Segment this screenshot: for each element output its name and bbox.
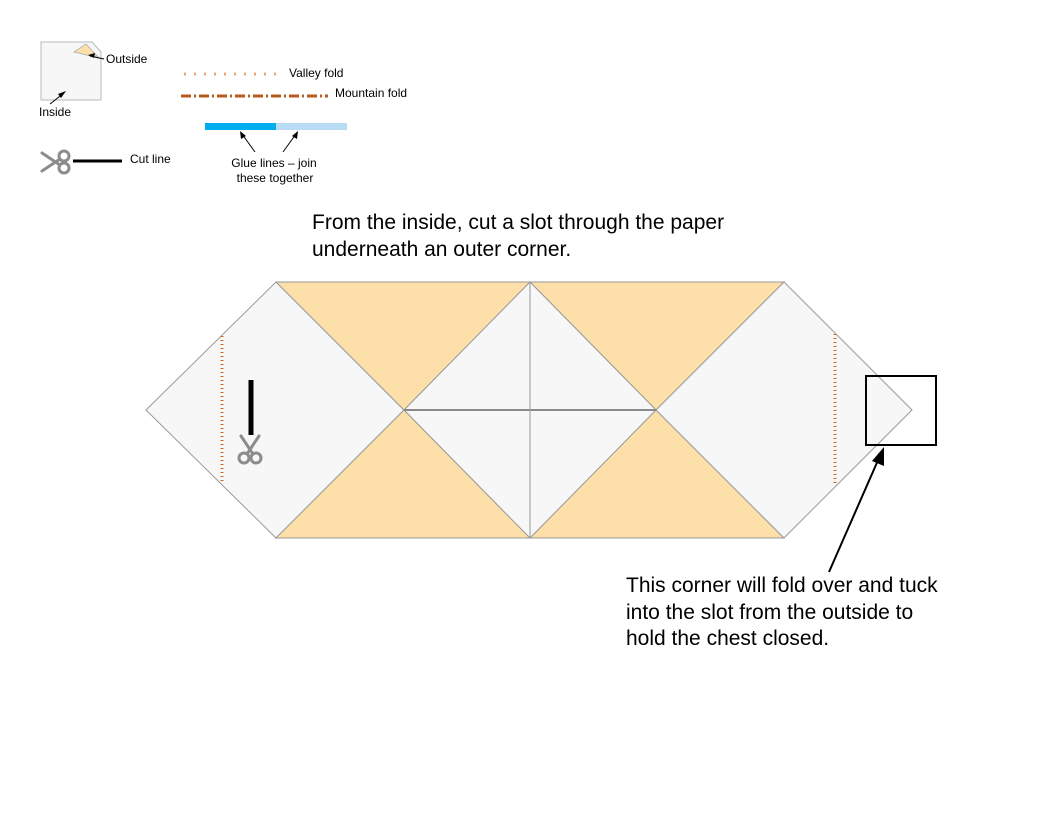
callout-arrowhead: [872, 447, 884, 466]
instruction-top-line-2: underneath an outer corner.: [312, 238, 571, 261]
callout-arrow-line: [828, 457, 880, 573]
glue-lines-label-1: Glue lines – join: [231, 156, 316, 170]
valley-fold-label: Valley fold: [289, 66, 343, 80]
glue-line-light: [276, 123, 347, 130]
fold-pattern: [145, 281, 937, 539]
paper-inside-swatch: [40, 41, 102, 101]
scissors-icon: [40, 149, 71, 175]
glue-line-dark: [205, 123, 276, 130]
instruction-top-line-1: From the inside, cut a slot through the …: [312, 211, 724, 234]
mountain-fold-label: Mountain fold: [335, 86, 407, 100]
outside-label: Outside: [106, 52, 148, 66]
glue-lines-label-2: these together: [237, 171, 314, 185]
instruction-bottom-line-3: hold the chest closed.: [626, 627, 829, 650]
right-flap: [655, 281, 913, 539]
corner-highlight-box: [865, 375, 937, 446]
glue-arrowhead-left: [240, 131, 246, 139]
instruction-bottom-line-1: This corner will fold over and tuck: [626, 574, 938, 597]
inside-arrowhead: [58, 91, 66, 98]
inside-label: Inside: [39, 105, 71, 119]
glue-arrowhead-right: [292, 131, 298, 139]
instruction-bottom-line-2: into the slot from the outside to: [626, 601, 913, 624]
cut-line-label: Cut line: [130, 152, 171, 166]
inside-outside-icon: [40, 41, 105, 105]
outside-arrowhead: [88, 53, 95, 58]
